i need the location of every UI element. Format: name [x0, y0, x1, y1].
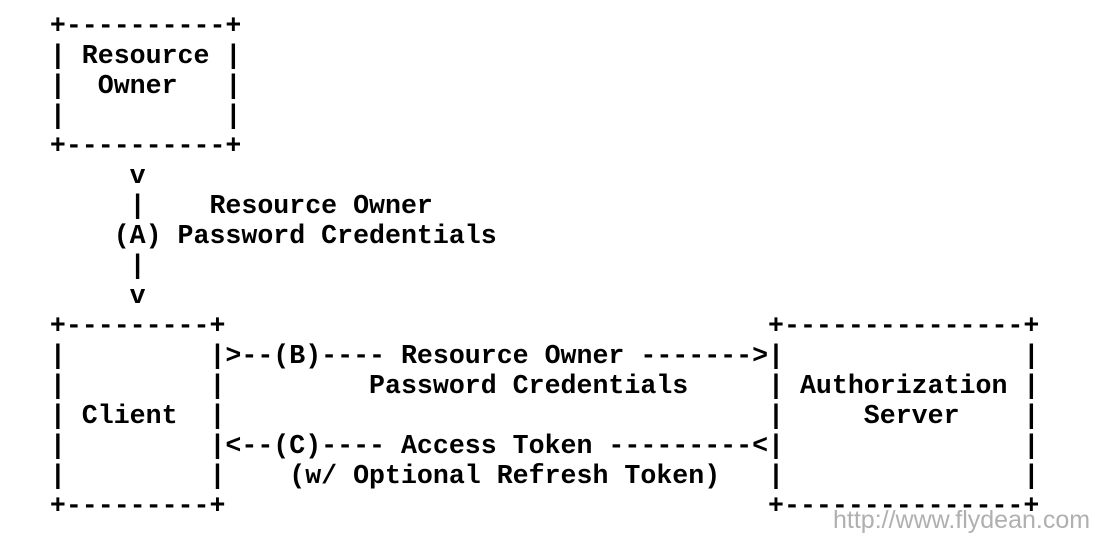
watermark: http://www.flydean.com	[833, 506, 1091, 534]
ascii-line: | | (w/ Optional Refresh Token) | |	[2, 461, 1040, 491]
ascii-diagram: +----------+ | Resource | | Owner | | | …	[2, 11, 1039, 521]
ascii-line: +----------+	[2, 131, 242, 161]
ascii-line: | | Password Credentials | Authorization…	[2, 371, 1040, 401]
ascii-line: | Resource Owner	[2, 191, 433, 221]
ascii-line: | Owner |	[2, 71, 242, 101]
ascii-line: +---------+ +---------------+	[2, 491, 1040, 521]
ascii-line: | |<--(C)---- Access Token ---------<| |	[2, 431, 1040, 461]
ascii-line: +----------+	[2, 11, 242, 41]
ascii-line: v	[2, 161, 146, 191]
ascii-line: | |>--(B)---- Resource Owner ------->| |	[2, 341, 1040, 371]
ascii-line: | Resource |	[2, 41, 242, 71]
ascii-line: +---------+ +---------------+	[2, 311, 1040, 341]
ascii-line: v	[2, 281, 146, 311]
ascii-line: |	[2, 251, 146, 281]
ascii-line: (A) Password Credentials	[2, 221, 497, 251]
ascii-line: | Client | | Server |	[2, 401, 1040, 431]
ascii-line: | |	[2, 101, 242, 131]
